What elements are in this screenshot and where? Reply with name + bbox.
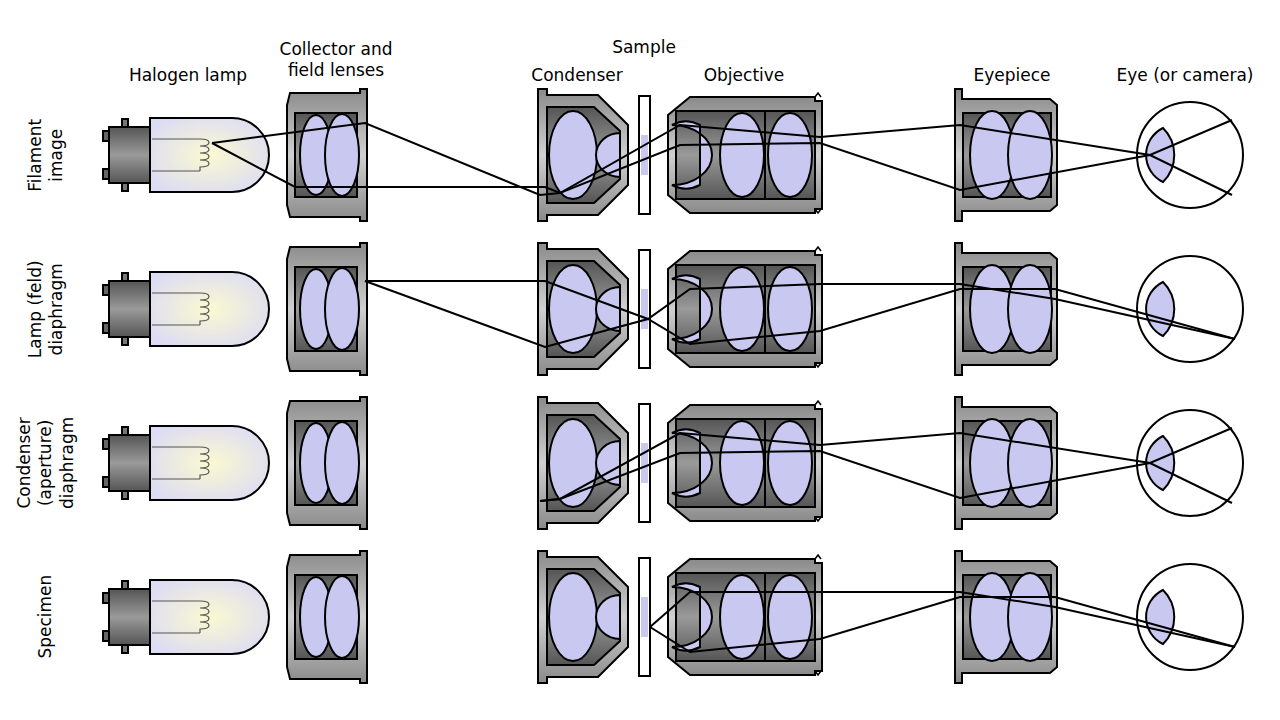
row-specimen — [103, 551, 1243, 683]
row-label: Filament image — [25, 110, 68, 200]
part-name: Eyepiece — [973, 65, 1050, 86]
part-name: Halogen lamp — [129, 65, 247, 86]
row-label: Specimen — [35, 562, 56, 672]
row-field — [103, 243, 1243, 375]
row-filament — [103, 89, 1243, 221]
part-name: Sample — [612, 37, 676, 58]
light-rays — [212, 120, 1235, 652]
row-label: Lamp (feld) diaphragm — [25, 253, 68, 365]
row-label: Condenser (aperture) diaphragm — [14, 411, 78, 515]
ray — [212, 123, 1232, 195]
part-name: Objective — [704, 65, 785, 86]
part-name: Condenser — [531, 65, 622, 86]
part-name: Eye (or camera) — [1117, 65, 1254, 86]
ray — [212, 120, 1232, 193]
row-aperture — [103, 397, 1243, 529]
ray — [540, 428, 1232, 501]
ray — [650, 592, 1235, 647]
ray — [365, 281, 1235, 344]
part-name: Collector and field lenses — [266, 39, 406, 82]
ray — [365, 281, 1235, 347]
ray — [650, 597, 1235, 652]
